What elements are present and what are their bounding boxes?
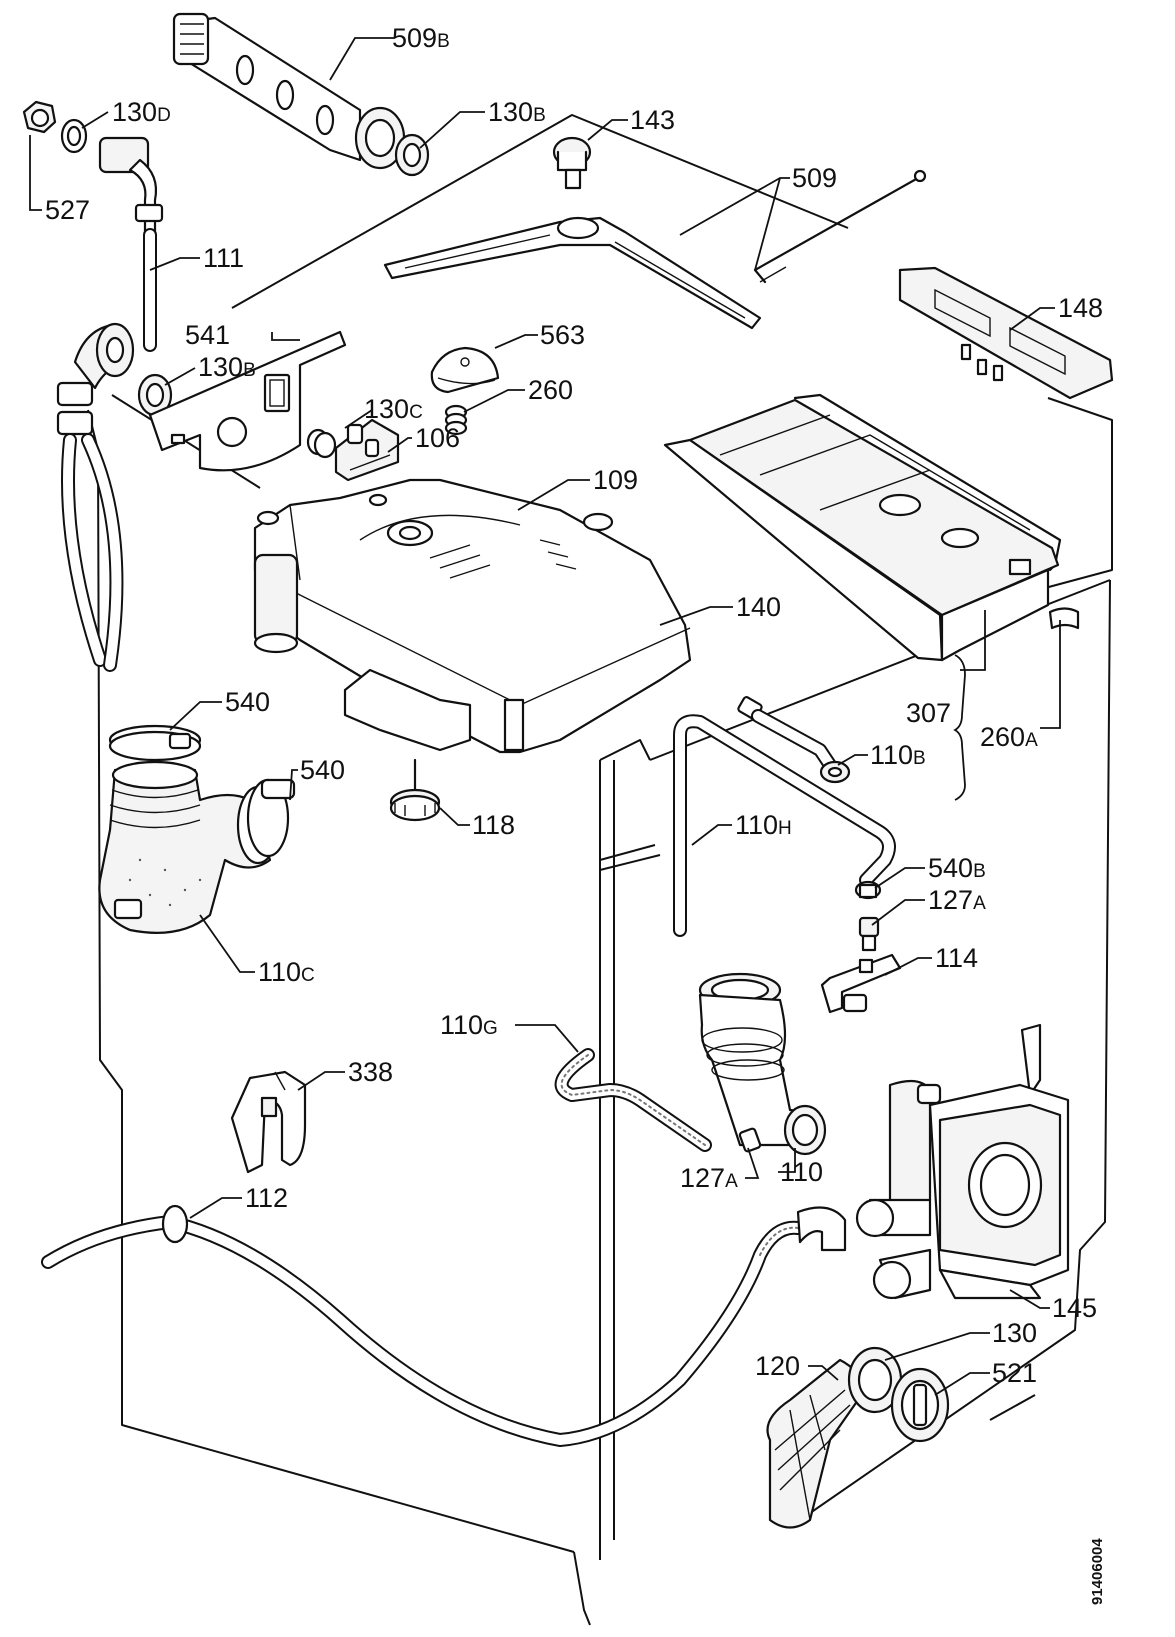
detergent-drawer-307 — [663, 393, 1062, 662]
callout-112: 112 — [245, 1183, 288, 1213]
connector-127a-upper — [858, 916, 880, 952]
connector-127a-lower — [738, 1127, 762, 1153]
drain-hose-112 — [41, 1204, 847, 1447]
knob-143 — [552, 136, 592, 190]
callout-260a: 260A — [980, 722, 1038, 752]
callout-540-a: 540 — [225, 687, 270, 717]
callout-509b: 509B — [392, 23, 450, 53]
callout-521: 521 — [992, 1358, 1037, 1388]
callout-540-b: 540 — [300, 755, 345, 785]
seal-ring-130b-top — [394, 133, 430, 177]
hose-110b — [737, 696, 851, 784]
callout-140: 140 — [736, 592, 781, 622]
callout-127a-upper: 127A — [928, 885, 986, 915]
callout-145: 145 — [1052, 1293, 1097, 1323]
callout-110b: 110B — [870, 740, 926, 770]
bellows-110c — [98, 724, 296, 934]
bellows-110 — [698, 972, 827, 1156]
callout-labels: 509B 130D 130B 143 509 527 111 148 541 5… — [45, 23, 1103, 1388]
valve-106 — [334, 418, 400, 482]
callout-110h: 110H — [735, 810, 792, 840]
callout-111: 111 — [203, 243, 244, 273]
seal-ring-130b-mid — [137, 373, 173, 417]
drawer-handle-148 — [898, 266, 1114, 400]
nut-527 — [22, 100, 57, 134]
clip-338 — [230, 1070, 307, 1174]
callout-527: 527 — [45, 195, 90, 225]
callout-130c: 130C — [364, 394, 423, 424]
seal-130c — [306, 428, 337, 459]
hose-110g — [554, 1048, 712, 1152]
callout-143: 143 — [630, 105, 675, 135]
pump-housing-145 — [855, 1023, 1070, 1300]
callout-130b-top: 130B — [488, 97, 546, 127]
dispenser-housing-109 — [253, 478, 692, 754]
cover-563 — [430, 346, 500, 394]
callout-110g: 110G — [440, 1010, 498, 1040]
callout-114: 114 — [935, 943, 978, 973]
callout-110c: 110C — [258, 957, 315, 987]
clamp-540b — [854, 880, 882, 900]
callout-127a-lower: 127A — [680, 1163, 738, 1193]
callout-509: 509 — [792, 163, 837, 193]
water-hose-111 — [98, 136, 164, 352]
clip-260a — [1048, 607, 1080, 630]
callout-563: 563 — [540, 320, 585, 350]
callout-110: 110 — [780, 1157, 823, 1187]
drawing-code: 91406004 — [1089, 1538, 1106, 1605]
callout-260: 260 — [528, 375, 573, 405]
callout-307: 307 — [906, 698, 951, 728]
washer-130d — [60, 118, 88, 154]
callout-130b-mid: 130B — [198, 352, 256, 382]
tube-110h — [673, 714, 896, 937]
callout-118: 118 — [472, 810, 515, 840]
gear-118 — [389, 758, 441, 822]
callout-541: 541 — [185, 320, 230, 350]
callout-338: 338 — [348, 1057, 393, 1087]
inlet-hose-509b — [172, 12, 406, 170]
bracket-114 — [820, 953, 902, 1014]
leader-lines — [29, 37, 1061, 1396]
callout-130: 130 — [992, 1318, 1037, 1348]
callout-148: 148 — [1058, 293, 1103, 323]
distributor-bracket-509 — [383, 169, 927, 330]
callout-109: 109 — [593, 465, 638, 495]
cap-521 — [890, 1367, 950, 1443]
callout-130d: 130D — [112, 97, 171, 127]
plate-541 — [148, 330, 347, 472]
callout-120: 120 — [755, 1351, 800, 1381]
inlet-hose-left — [56, 322, 135, 672]
callout-540b: 540B — [928, 853, 986, 883]
callout-106: 106 — [415, 423, 460, 453]
